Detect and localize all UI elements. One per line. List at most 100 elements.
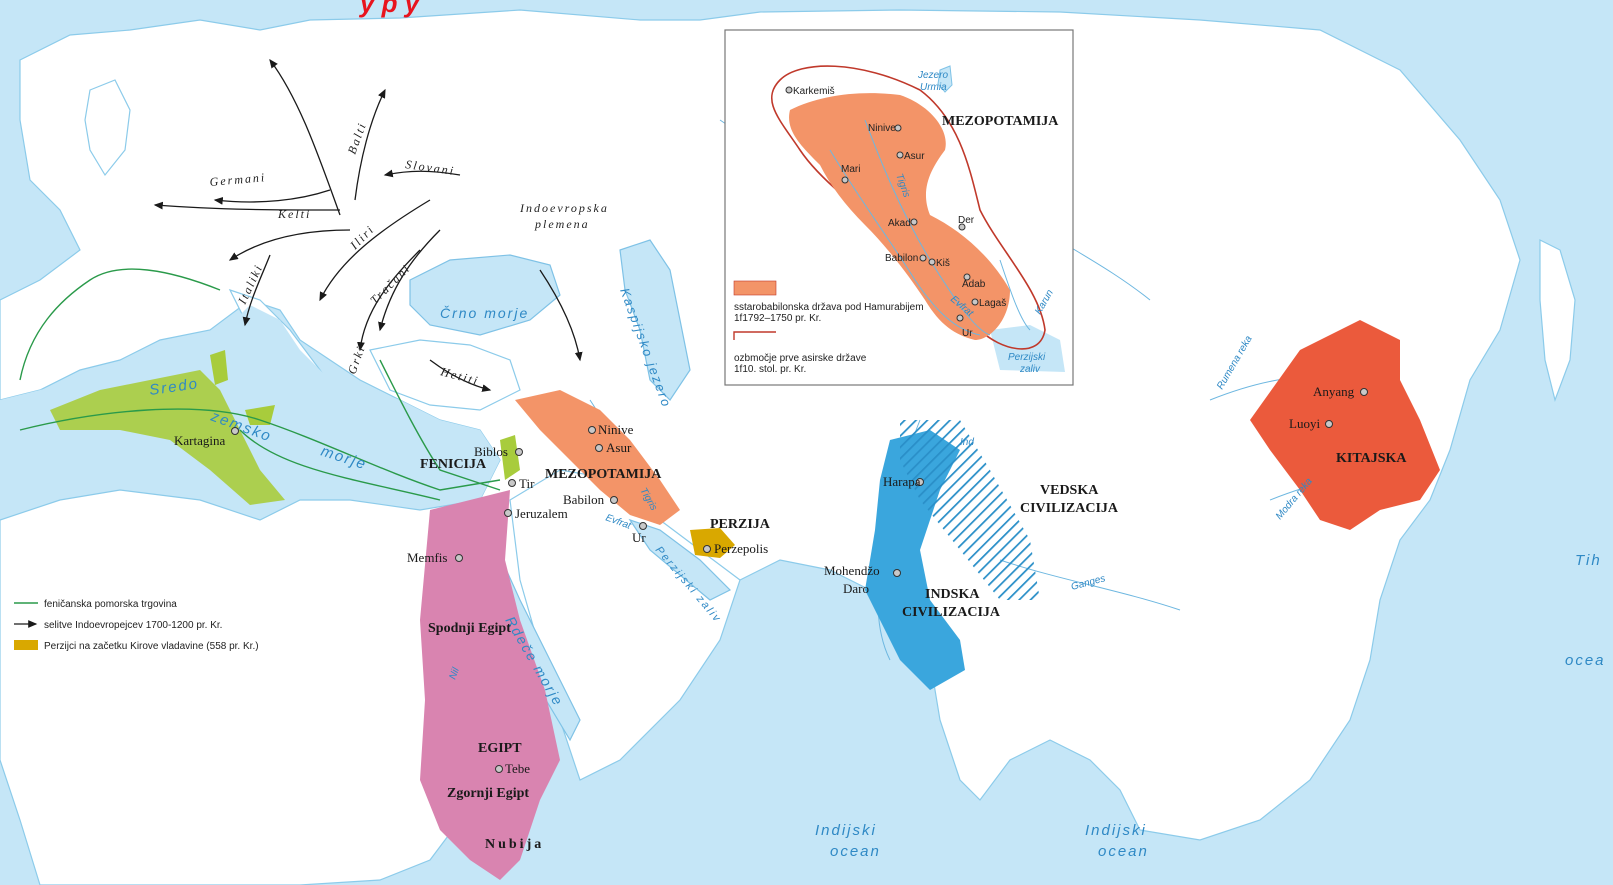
region-indska — [865, 430, 965, 690]
caspian-sea — [619, 239, 691, 401]
sea-label-indijski-1a: Indijski — [815, 822, 877, 839]
region-kitajska — [1250, 320, 1440, 530]
inset-title: MEZOPOTAMIJA — [942, 114, 1059, 129]
inset-legend-2a: ozbmočje prve asirske države — [734, 353, 867, 364]
tribe-kelti: Kelti — [277, 207, 311, 221]
city-ur: Ur — [632, 530, 646, 545]
migration-arrows — [153, 58, 583, 392]
city-marker-asur — [595, 444, 603, 452]
city-ninive: Ninive — [598, 422, 634, 437]
city-biblos: Biblos — [474, 444, 508, 459]
cities: Kartagina Biblos Tir Jeruzalem Memfis Te… — [174, 384, 1368, 776]
legend-persians-label: Perzijci na začetku Kirove vladavine (55… — [44, 641, 259, 652]
tribe-slovani: Slovani — [405, 157, 456, 178]
sea-label-tihi-b: ocea — [1565, 652, 1606, 669]
city-mohendzo-1: Mohendžo — [824, 563, 880, 578]
inset-legend-1a: sstarobabilonska država pod Hamurabijem — [734, 302, 924, 313]
inset-city-kis: Kiš — [936, 258, 950, 269]
city-tebe: Tebe — [505, 761, 530, 776]
inset-lake-urmia — [937, 65, 953, 93]
inset-city-karkemis: Karkemiš — [793, 86, 835, 97]
city-marker-tebe — [495, 765, 503, 773]
sea-label-indijski-2a: Indijski — [1085, 822, 1147, 839]
city-marker-biblos — [515, 448, 523, 456]
city-marker-kartagina — [231, 427, 239, 435]
legend-persians-swatch — [14, 640, 38, 650]
inset-gulf-1: Perzijski — [1008, 352, 1046, 363]
region-label-nubija: Nubija — [485, 837, 544, 852]
inset-legend-2b: 1f10. stol. pr. Kr. — [734, 364, 806, 375]
city-marker-harapa — [916, 478, 924, 486]
sea-label-tihi-a: Tih — [1575, 552, 1602, 569]
legend-migration-label: selitve Indoevropejcev 1700-1200 pr. Kr. — [44, 620, 222, 631]
region-label-fenicija: FENICIJA — [420, 457, 487, 472]
inset-gulf-2: zaliv — [1019, 364, 1041, 375]
sea-label-indijski-2b: ocean — [1098, 843, 1149, 860]
city-jeruzalem: Jeruzalem — [515, 506, 568, 521]
inset-lake-2: Urmia — [920, 82, 947, 93]
region-label-vedska-1: VEDSKA — [1040, 483, 1099, 498]
region-label-mezopotamija: MEZOPOTAMIJA — [545, 467, 662, 482]
trade-routes — [19, 268, 501, 501]
inset-city-ninive: Ninive — [868, 123, 896, 134]
river-nil: Nil — [447, 666, 462, 681]
land-britain — [84, 79, 131, 177]
city-harapa: Harapa — [883, 474, 921, 489]
city-marker-luoyi — [1325, 420, 1333, 428]
inset-city-ur: Ur — [962, 328, 973, 339]
city-mohendzo-2: Daro — [843, 581, 869, 596]
region-sicily — [245, 405, 275, 425]
land-japan — [1539, 239, 1576, 403]
region-label-perzija: PERZIJA — [710, 517, 771, 532]
inset-city-akad: Akad — [888, 218, 911, 229]
region-label-indska-1: INDSKA — [925, 587, 980, 602]
tribe-germani: Germani — [209, 170, 267, 189]
region-fenicija-trade-west — [50, 370, 285, 505]
title-fragment: y p y — [358, 0, 421, 18]
city-marker-anyang — [1360, 388, 1368, 396]
city-memfis: Memfis — [407, 550, 447, 565]
region-label-vedska-2: CIVILIZACIJA — [1020, 501, 1119, 516]
region-label-indska-2: CIVILIZACIJA — [902, 605, 1001, 620]
city-anyang: Anyang — [1313, 384, 1355, 399]
river-ind: Ind — [960, 437, 974, 448]
tribe-indo-2: plemena — [534, 217, 590, 231]
region-egipt — [420, 490, 560, 880]
legend: feničanska pomorska trgovina selitve Ind… — [14, 599, 259, 652]
city-marker-ninive — [588, 426, 596, 434]
city-marker-jeruzalem — [504, 509, 512, 517]
city-marker-memfis — [455, 554, 463, 562]
city-tir: Tir — [519, 476, 535, 491]
region-label-zgornji-egipt: Zgornji Egipt — [447, 786, 529, 801]
inset-lake-1: Jezero — [917, 70, 948, 81]
inset-city-mari: Mari — [841, 164, 860, 175]
inset-legend-swatch-assyria — [733, 331, 776, 340]
city-luoyi: Luoyi — [1289, 416, 1320, 431]
inset-city-babilon: Babilon — [885, 253, 918, 264]
inset-city-der: Der — [958, 215, 975, 226]
sea-label-indijski-1b: ocean — [830, 843, 881, 860]
region-sardinia — [210, 350, 228, 385]
inset-legend-1b: 1f1792–1750 pr. Kr. — [734, 313, 821, 324]
black-sea — [409, 254, 561, 336]
city-marker-perzepolis — [703, 545, 711, 553]
region-label-egipt: EGIPT — [478, 741, 522, 756]
inset-city-asur: Asur — [904, 151, 925, 162]
city-kartagina: Kartagina — [174, 433, 225, 448]
region-fenicija — [500, 435, 520, 480]
sea-label-sredozemsko-1: Sredo — [148, 375, 200, 399]
region-vedska — [900, 420, 1040, 600]
region-label-kitajska: KITAJSKA — [1336, 451, 1407, 466]
inset-mezopotamija: MEZOPOTAMIJA Jezero Urmia Perzijski zali… — [724, 29, 1074, 386]
inset-babylon-region — [789, 93, 1010, 340]
region-mezopotamija — [515, 390, 680, 525]
city-marker-tir — [508, 479, 516, 487]
city-babilon: Babilon — [563, 492, 605, 507]
legend-trade-label: feničanska pomorska trgovina — [44, 599, 177, 610]
city-marker-babilon — [610, 496, 618, 504]
tribe-indo-1: Indoevropska — [519, 201, 609, 215]
inset-legend-swatch-babylon — [733, 280, 777, 296]
persian-gulf — [628, 518, 732, 601]
city-marker-ur — [639, 522, 647, 530]
